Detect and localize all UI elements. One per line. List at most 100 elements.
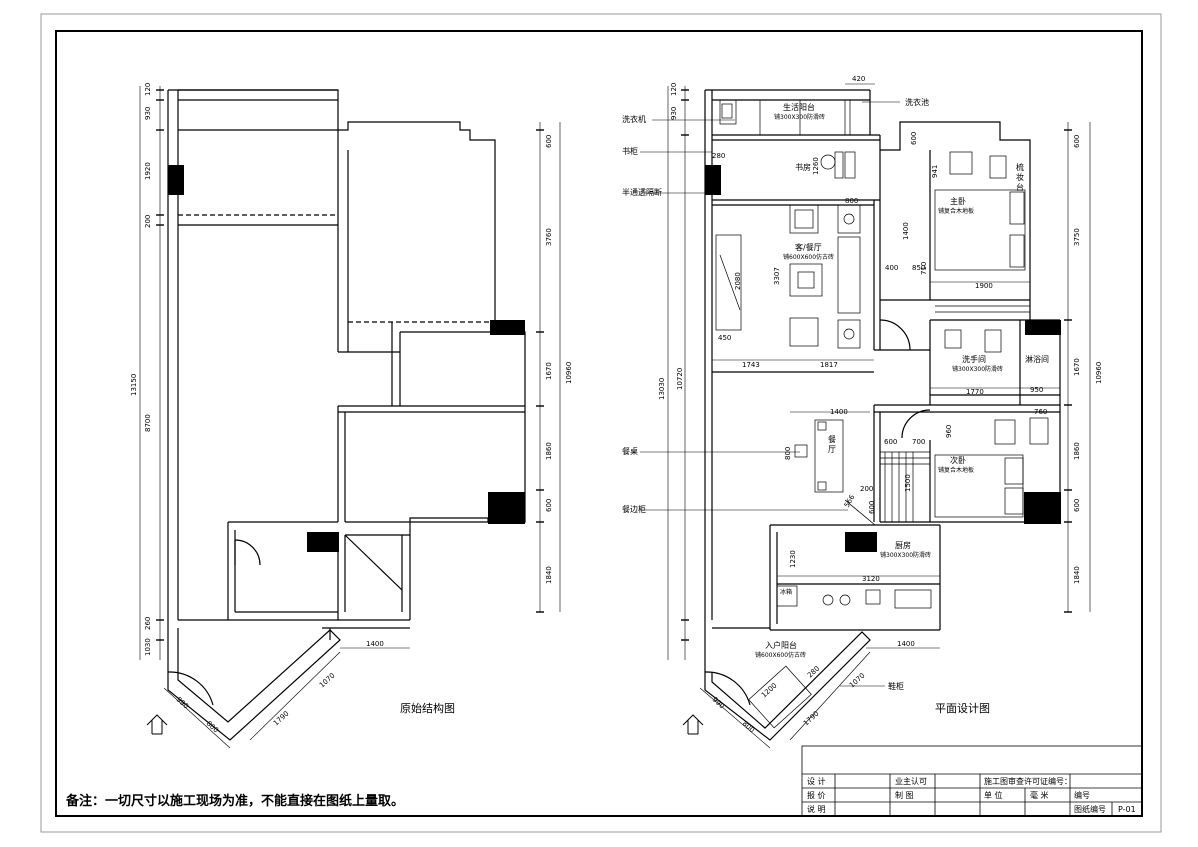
- room-balcony: 生活阳台: [783, 102, 815, 112]
- tb-owner: 业主认可: [895, 776, 927, 786]
- right-dimensions: [667, 83, 1091, 749]
- callout-dining-table: 餐桌: [622, 446, 638, 456]
- callout-leaders: [640, 101, 900, 687]
- idim-3307: 3307: [773, 267, 781, 285]
- callout-washer: 洗衣机: [622, 114, 646, 124]
- idim-1200: 1200: [760, 682, 779, 700]
- left-rdim-1840: 1840: [545, 566, 553, 584]
- outer-frame: [40, 13, 1162, 833]
- idim-1900: 1900: [975, 282, 993, 290]
- tb-unit: 单 位: [984, 790, 1003, 800]
- room-dressing-1: 梳: [1016, 162, 1024, 172]
- callout-wash-basin: 洗衣池: [905, 97, 929, 107]
- idim-1400: 1400: [902, 222, 910, 240]
- idim-850: 850: [912, 264, 925, 272]
- room-wash-floor: 铺300X300防滑砖: [952, 365, 1003, 373]
- rdim-r-3750: 3750: [1073, 228, 1081, 246]
- idim-400: 400: [885, 264, 898, 272]
- drawing-note: 备注：一切尺寸以施工现场为准，不能直接在图纸上量取。: [65, 793, 404, 809]
- left-dim-ticks: [156, 89, 544, 641]
- idim-2080: 2080: [734, 272, 742, 290]
- left-bdim-1400: 1400: [366, 640, 384, 648]
- tb-number: 编号: [1074, 790, 1090, 800]
- left-dim-8700: 8700: [144, 414, 152, 432]
- left-plan-title: 原始结构图: [400, 701, 455, 715]
- inner-frame: [55, 30, 1143, 817]
- idim-280b: 280: [806, 665, 821, 680]
- left-rdim-600b: 600: [545, 499, 553, 512]
- idim-200: 200: [860, 485, 873, 493]
- idim-1770: 1770: [966, 388, 984, 396]
- room-dressing-2: 妆: [1016, 172, 1024, 182]
- idim-1400c: 1400: [897, 640, 915, 648]
- left-plan: [167, 89, 526, 741]
- tb-permit: 施工图审查许可证编号：: [984, 776, 1072, 786]
- room-dining-2: 厅: [828, 445, 836, 454]
- callout-shoe-cabinet: 鞋柜: [888, 681, 904, 691]
- room-living: 客/餐厅: [795, 242, 822, 252]
- tb-sheet-no: P-01: [1118, 805, 1136, 814]
- left-rdim-1670: 1670: [545, 362, 553, 380]
- left-north-arrow-icon: [146, 714, 168, 735]
- right-callouts: 洗衣机 书柜 半通透隔断 餐桌 餐边柜 洗衣池 鞋柜: [622, 97, 929, 691]
- room-master: 主卧: [950, 196, 966, 206]
- idim-1817: 1817: [820, 361, 838, 369]
- idim-280: 280: [712, 152, 725, 160]
- rdim-r-total: 10960: [1095, 362, 1103, 384]
- left-rdim-1860: 1860: [545, 442, 553, 460]
- rdim-left-120: 120: [670, 83, 678, 96]
- room-entry-floor: 铺600X600仿古砖: [755, 651, 806, 659]
- left-diag-dims: [163, 651, 341, 749]
- tb-sheet-no-label: 图纸编号: [1074, 804, 1106, 814]
- idim-600c: 600: [868, 501, 876, 514]
- room-wash: 洗手间: [962, 354, 986, 364]
- callout-sideboard: 餐边柜: [622, 504, 646, 514]
- rdim-left-10720: 10720: [676, 368, 684, 390]
- rdim-r-600b: 600: [1073, 499, 1081, 512]
- rdim-left-13030: 13030: [658, 378, 666, 400]
- left-dim-120: 120: [144, 83, 152, 96]
- left-columns: [168, 165, 525, 552]
- callout-partition: 半通透隔断: [622, 187, 662, 197]
- room-dining-1: 餐: [828, 435, 836, 444]
- idim-1260: 1260: [812, 157, 820, 175]
- left-dim-total: 13150: [130, 374, 138, 396]
- left-rdim-total: 10960: [565, 362, 573, 384]
- room-living-floor: 铺600X600仿古砖: [783, 253, 834, 261]
- title-block-text: 设 计 业主认可 施工图审查许可证编号： 报 价 制 图 单 位 毫 米 编号 …: [807, 776, 1136, 814]
- right-columns: [705, 165, 1061, 552]
- left-bdim-1070: 1070: [318, 672, 337, 690]
- left-rdim-600: 600: [545, 135, 553, 148]
- idim-800b: 800: [784, 447, 792, 460]
- room-dressing-3: 台: [1016, 182, 1024, 192]
- right-room-labels: 生活阳台 铺300X300防滑砖 书房 客/餐厅 铺600X600仿古砖 主卧 …: [755, 102, 1049, 659]
- idim-1500: 1500: [904, 474, 912, 492]
- tb-design: 设 计: [807, 776, 826, 786]
- room-entry: 入户阳台: [765, 640, 797, 650]
- idim-1790: 1790: [802, 710, 821, 728]
- idim-941: 941: [931, 165, 939, 178]
- right-furniture: [715, 99, 1049, 729]
- left-dimensions: [139, 86, 561, 660]
- tb-mm: 毫 米: [1030, 790, 1049, 800]
- callout-bookshelf: 书柜: [622, 146, 638, 156]
- idim-600: 600: [910, 132, 918, 145]
- rdim-left-930: 930: [670, 107, 678, 120]
- left-dim-1920: 1920: [144, 162, 152, 180]
- idim-1230: 1230: [789, 550, 797, 568]
- right-dim-texts: 420 120 930 13030 10720 600 3750 1670 18…: [658, 75, 1103, 734]
- idim-710: 710: [920, 262, 928, 275]
- room-balcony-floor: 铺300X300防滑砖: [774, 113, 825, 121]
- right-north-arrow-icon: [682, 714, 704, 735]
- rdim-top-420: 420: [852, 75, 865, 83]
- room-second-floor: 铺复合木地板: [938, 466, 974, 474]
- tb-quote: 报 价: [807, 790, 826, 800]
- rdim-r-1860: 1860: [1073, 442, 1081, 460]
- idim-800: 800: [845, 197, 858, 205]
- room-study: 书房: [795, 162, 811, 172]
- left-dim-930: 930: [144, 107, 152, 120]
- idim-760: 760: [1034, 408, 1047, 416]
- idim-450: 450: [718, 334, 731, 342]
- left-dim-200: 200: [144, 215, 152, 228]
